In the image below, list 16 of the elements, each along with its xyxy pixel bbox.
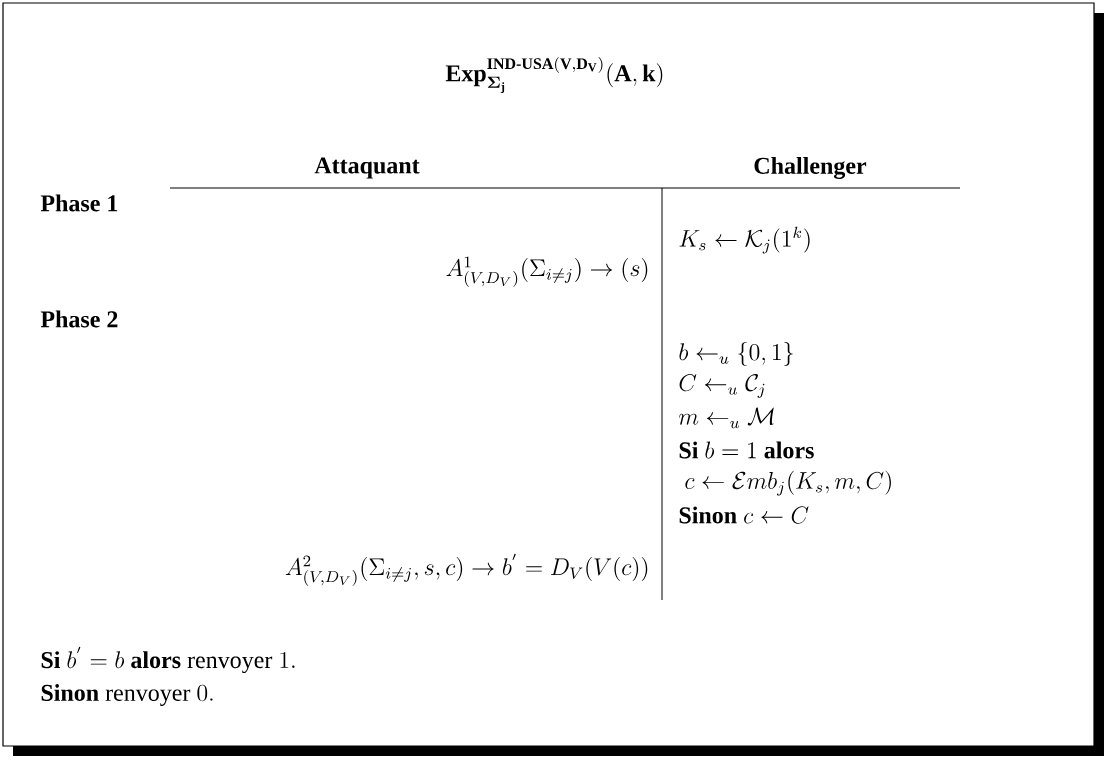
column-header: Attaquant — [314, 157, 420, 179]
result-line: $\textbf{Sinon}\ \mbox{renvoyer}\ 0.$ — [41, 684, 213, 706]
algorithm-line: $b \leftarrow_u \{0,1\}$ — [679, 342, 793, 366]
algorithm-line: $A^1_{(V,D_V)}(\Sigma_{i\neq j}) \rightarrow (s)$ — [446, 256, 648, 288]
phase-heading: Phase 1 — [40, 194, 118, 212]
phase-heading: Phase 2 — [40, 310, 118, 328]
algorithm-line: $A^2_{(V,D_V)}(\Sigma_{i\neq j},s,c) \rightarrow b^{'}=D_V(V(c))$ — [285, 553, 648, 587]
algorithm-line: $C \leftarrow_u \mathcal{C}_j$ — [679, 373, 765, 398]
algorithm-line: $c \leftarrow \mathcal{E}mb_j(K_s,m,C)$ — [685, 470, 891, 496]
result-line: $\textbf{Si}\ b^{'}=b\ \textbf{alors}\ \mbox{renvoyer}\ 1.$ — [41, 646, 295, 674]
algorithm-line: $m \leftarrow_u \mathcal{M}$ — [679, 407, 774, 429]
algorithm-line: $K_s \leftarrow \mathcal{K}_j(1^k)$ — [679, 226, 810, 254]
column-header: Challenger — [754, 157, 867, 179]
algorithm-line: $\textbf{Si}\ b=1\ \textbf{alors}$ — [679, 441, 814, 459]
experiment-title: $\mathbf{Exp}_{\boldsymbol{\Sigma}_{\mathbf{j}}}^{\textbf{IND-USA}(\mathbf{V},\mathbf{D_V})}(\mathbf{A},\mathbf{k})$ — [445, 56, 663, 94]
algorithm-line: $\textbf{Sinon}\ c \leftarrow C$ — [679, 506, 809, 524]
